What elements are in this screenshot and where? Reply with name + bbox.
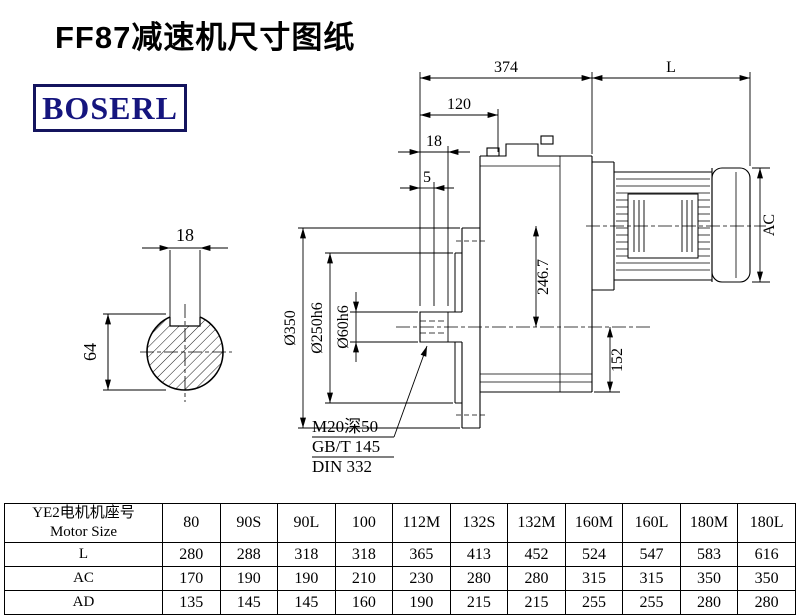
mounting-flange — [454, 156, 486, 429]
dim-value: 547 — [622, 542, 681, 567]
dim-key-width: 18 — [176, 225, 194, 245]
housing-bolt — [540, 135, 554, 145]
dim-row-label: AC — [4, 566, 163, 591]
dimension-drawing: 18 64 — [80, 59, 778, 476]
dim-value: 583 — [679, 542, 739, 567]
diameter-dimensions: Ø350 Ø250h6 Ø60h6 — [282, 227, 460, 429]
motor-size-col: 112M — [392, 503, 451, 543]
motor-size-col: 80 — [162, 503, 221, 543]
dim-dia60h6: Ø60h6 — [335, 305, 352, 349]
dim-value: 350 — [737, 566, 796, 591]
logo-text: BOSERL — [42, 90, 178, 126]
dim-value: 255 — [564, 590, 624, 615]
thread-note: M20深50 GB/T 145 DIN 332 — [312, 345, 428, 476]
dim-L: L — [666, 59, 676, 76]
dim-value: 190 — [219, 566, 279, 591]
fan-cowl — [711, 167, 751, 283]
page-title: FF87减速机尺寸图纸 — [55, 20, 356, 55]
dim-value: 255 — [622, 590, 681, 615]
dim-246-7: 246.7 — [535, 259, 552, 295]
dim-dia350: Ø350 — [282, 310, 299, 346]
dim-value: 210 — [334, 566, 394, 591]
dim-value: 616 — [737, 542, 796, 567]
dim-value: 315 — [564, 566, 624, 591]
dim-AC: AC — [761, 214, 778, 236]
motor-size-col: 132S — [449, 503, 509, 543]
dim-shaft-height: 64 — [80, 343, 100, 361]
dim-value: 170 — [162, 566, 221, 591]
dim-value: 280 — [162, 542, 221, 567]
gear-housing — [480, 135, 593, 393]
dim-value: 280 — [507, 566, 566, 591]
note-gb-standard: GB/T 145 — [312, 437, 380, 456]
dim-value: 135 — [162, 590, 221, 615]
dim-152: 152 — [609, 348, 626, 372]
dim-value: 365 — [392, 542, 451, 567]
dim-value: 160 — [334, 590, 394, 615]
dim-value: 315 — [622, 566, 681, 591]
note-thread: M20深50 — [312, 417, 378, 436]
dim-value: 452 — [507, 542, 566, 567]
dim-value: 280 — [737, 590, 796, 615]
dim-value: 145 — [277, 590, 336, 615]
dim-value: 190 — [392, 590, 451, 615]
motor-size-col: 132M — [507, 503, 566, 543]
dim-value: 215 — [507, 590, 566, 615]
dim-value: 230 — [392, 566, 451, 591]
dim-120: 120 — [447, 96, 471, 113]
dim-value: 524 — [564, 542, 624, 567]
leader-line — [393, 345, 428, 438]
dim-value: 413 — [449, 542, 509, 567]
motor-size-col: 180L — [737, 503, 796, 543]
dim-374: 374 — [494, 59, 518, 76]
dim-value: 318 — [334, 542, 394, 567]
motor-size-col: 90L — [277, 503, 336, 543]
dim-value: 190 — [277, 566, 336, 591]
top-dimensions: 374 L 120 18 5 — [398, 59, 751, 306]
logo-box: BOSERL — [33, 84, 187, 132]
motor-size-col: 160M — [564, 503, 624, 543]
dim-value: 350 — [679, 566, 739, 591]
dim-value: 145 — [219, 590, 279, 615]
dim-value: 318 — [277, 542, 336, 567]
dim-18: 18 — [426, 133, 442, 150]
motor-size-col: 180M — [679, 503, 739, 543]
dim-5: 5 — [423, 169, 431, 186]
shaft-section-view: 18 64 — [80, 225, 232, 402]
motor-size-col: 160L — [622, 503, 681, 543]
dim-value: 215 — [449, 590, 509, 615]
dim-row-label: L — [4, 542, 163, 567]
dim-dia250h6: Ø250h6 — [309, 302, 326, 354]
dim-value: 280 — [679, 590, 739, 615]
dim-value: 288 — [219, 542, 279, 567]
motor-size-col: 100 — [334, 503, 394, 543]
motor-size-col: 90S — [219, 503, 279, 543]
note-din-standard: DIN 332 — [312, 457, 372, 476]
dim-row-label: AD — [4, 590, 163, 615]
housing-bolt — [486, 147, 500, 157]
keyway-slot — [169, 317, 201, 327]
dim-value: 280 — [449, 566, 509, 591]
vertical-dimensions: 246.7 152 AC — [533, 167, 778, 393]
